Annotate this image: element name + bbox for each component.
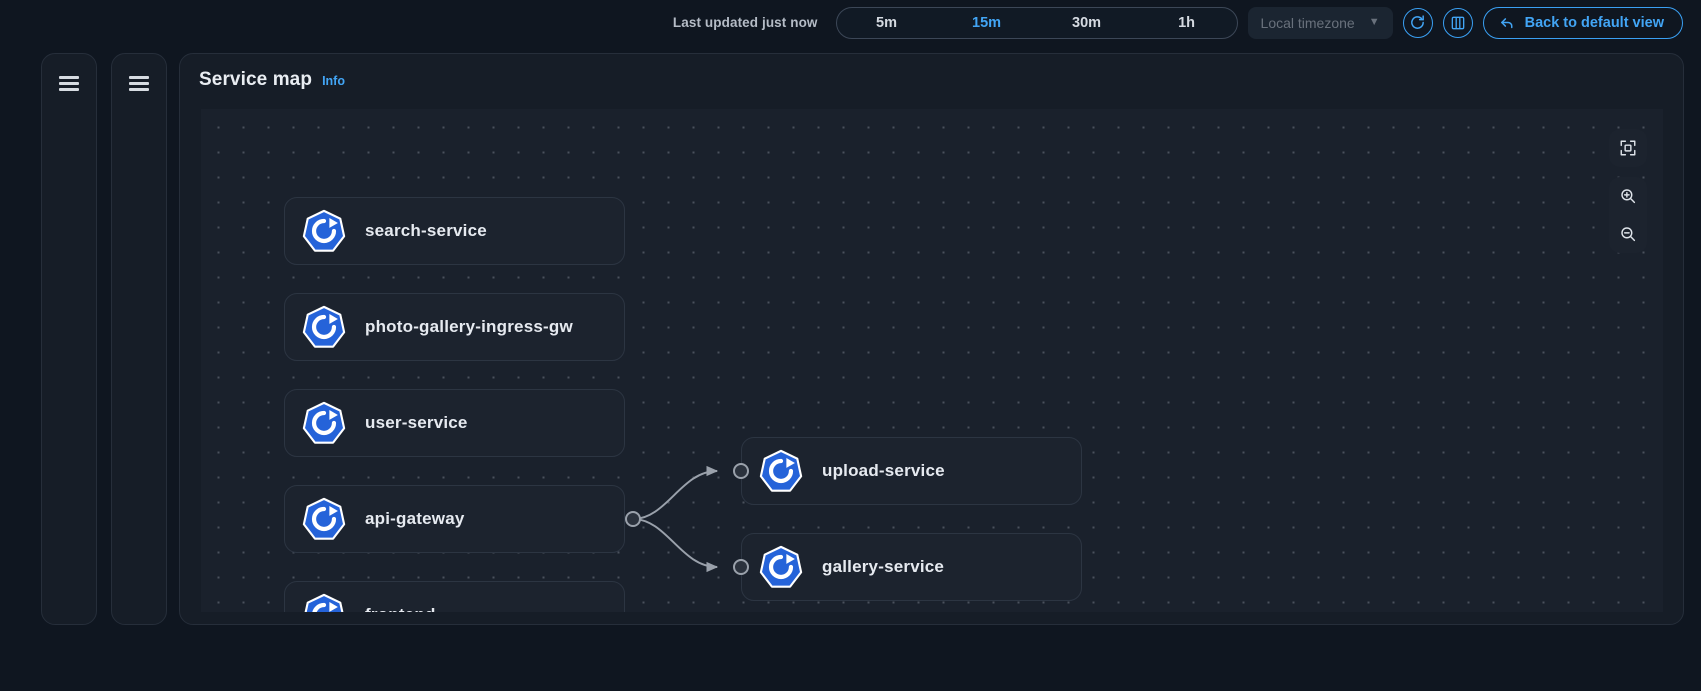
- fit-control-group: [1609, 129, 1647, 167]
- service-node-label: search-service: [365, 221, 487, 240]
- service-map-canvas[interactable]: search-service photo-gallery-ingress-gw …: [201, 109, 1663, 612]
- zoom-out-button[interactable]: [1609, 215, 1647, 253]
- fit-to-screen-icon: [1620, 140, 1636, 156]
- undo-arrow-icon: [1500, 18, 1513, 29]
- service-node-user-service[interactable]: user-service: [284, 389, 625, 457]
- time-range-15m[interactable]: 15m: [972, 14, 1002, 31]
- timezone-dropdown[interactable]: Local timezone ▼: [1247, 6, 1393, 39]
- fit-to-screen-button[interactable]: [1609, 129, 1647, 167]
- kubernetes-service-icon: [302, 497, 346, 540]
- kubernetes-service-icon: [759, 449, 803, 492]
- zoom-in-button[interactable]: [1609, 177, 1647, 215]
- service-node-label: api-gateway: [365, 509, 465, 528]
- hamburger-icon[interactable]: [59, 76, 79, 91]
- service-node-search-service[interactable]: search-service: [284, 197, 625, 265]
- kubernetes-service-icon: [302, 209, 346, 252]
- page-title: Service map: [199, 69, 313, 90]
- back-to-default-view-label: Back to default view: [1524, 14, 1664, 31]
- zoom-in-icon: [1621, 189, 1636, 204]
- service-node-api-gateway[interactable]: api-gateway: [284, 485, 625, 553]
- service-map-panel: Service map Info search-service: [179, 53, 1684, 625]
- refresh-button[interactable]: [1402, 7, 1433, 38]
- kubernetes-service-icon: [759, 545, 803, 588]
- service-node-label: frontend: [365, 605, 436, 612]
- service-node-label: gallery-service: [822, 557, 945, 576]
- service-node-gallery-service[interactable]: gallery-service: [741, 533, 1082, 601]
- timezone-label: Local timezone: [1260, 14, 1355, 31]
- service-node-label: photo-gallery-ingress-gw: [365, 317, 573, 336]
- kubernetes-service-icon: [304, 593, 344, 612]
- panel-header: Service map Info: [199, 69, 345, 91]
- service-node-label: upload-service: [822, 461, 945, 480]
- time-range-5m[interactable]: 5m: [876, 14, 898, 31]
- refresh-icon: [1411, 15, 1425, 29]
- service-node-frontend[interactable]: frontend: [284, 581, 625, 612]
- info-link[interactable]: Info: [322, 74, 345, 88]
- zoom-control-group: [1609, 177, 1647, 253]
- edge-api-gateway-to-gallery-service: [632, 518, 719, 573]
- back-to-default-view-button[interactable]: Back to default view: [1482, 6, 1683, 39]
- kubernetes-service-icon: [302, 305, 346, 348]
- edge-api-gateway-to-upload-service: [632, 465, 719, 520]
- hamburger-icon[interactable]: [129, 76, 149, 91]
- time-range-selector[interactable]: 5m 15m 30m 1h: [835, 6, 1238, 39]
- kubernetes-service-icon: [302, 401, 346, 444]
- split-panel-icon: [1451, 16, 1464, 29]
- service-node-upload-service[interactable]: upload-service: [741, 437, 1082, 505]
- chevron-down-icon: ▼: [1368, 16, 1380, 28]
- node-port-upload-service-in[interactable]: [733, 463, 749, 479]
- left-rail-outer: [41, 53, 97, 625]
- node-port-gallery-service-in[interactable]: [733, 559, 749, 575]
- service-node-label: user-service: [365, 413, 468, 432]
- node-port-api-gateway-out[interactable]: [625, 511, 641, 527]
- top-toolbar: Last updated just now 5m 15m 30m 1h Loca…: [0, 0, 1701, 45]
- time-range-30m[interactable]: 30m: [1072, 14, 1102, 31]
- service-node-photo-gallery-ingress-gw[interactable]: photo-gallery-ingress-gw: [284, 293, 625, 361]
- time-range-1h[interactable]: 1h: [1178, 14, 1195, 31]
- zoom-out-icon: [1621, 227, 1636, 242]
- left-rail-inner: [111, 53, 167, 625]
- map-controls: [1609, 129, 1647, 253]
- split-panel-button[interactable]: [1442, 7, 1473, 38]
- last-updated-status: Last updated just now: [672, 15, 818, 30]
